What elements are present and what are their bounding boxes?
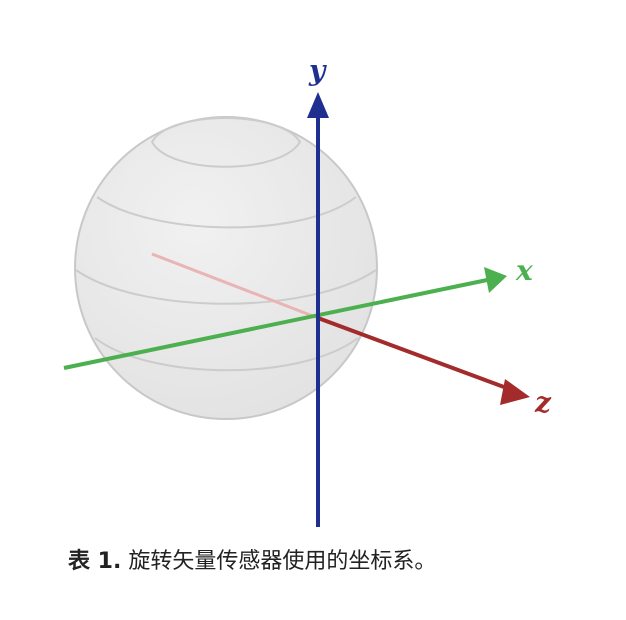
x-axis-arrowhead — [484, 267, 507, 293]
z-axis — [317, 316, 530, 405]
coordinate-system-diagram: y x z — [63, 54, 552, 527]
x-axis-label: x — [515, 254, 533, 287]
caption-text: 旋转矢量传感器使用的坐标系。 — [128, 549, 437, 574]
z-axis-label: z — [534, 386, 552, 419]
y-axis-arrowhead — [307, 92, 329, 118]
figure-caption: 表 1. 旋转矢量传感器使用的坐标系。 — [68, 543, 608, 575]
z-axis-arrowhead — [500, 379, 530, 405]
caption-lead: 表 1. — [68, 549, 122, 574]
y-axis — [307, 92, 329, 527]
x-axis — [63, 267, 507, 370]
y-axis-label: y — [308, 54, 327, 87]
sphere — [74, 116, 378, 420]
